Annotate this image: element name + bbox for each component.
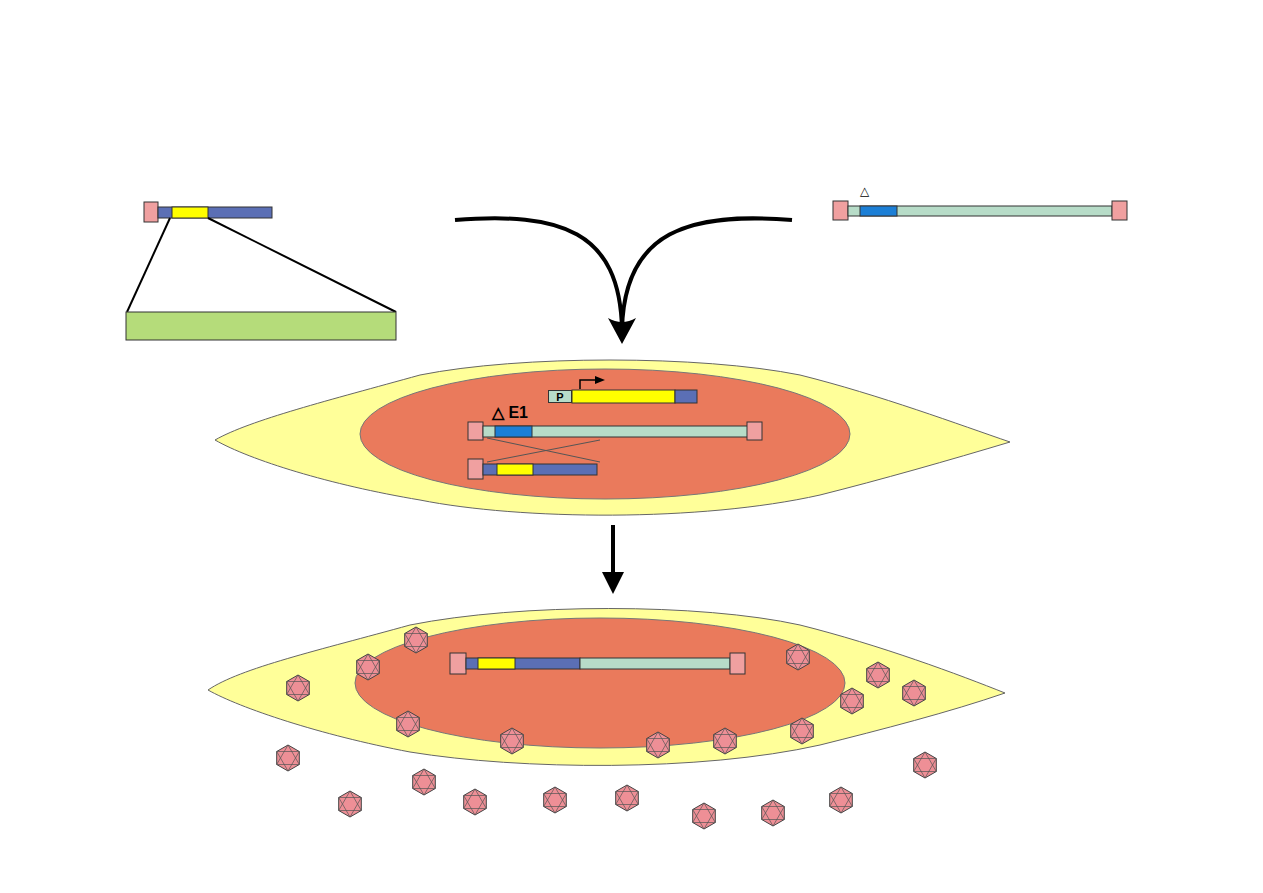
promoter-box: P [548,390,572,403]
deletion-mark: △ [860,184,869,198]
node-text: P [556,391,563,403]
deletion-label: △ E1 [492,403,528,422]
